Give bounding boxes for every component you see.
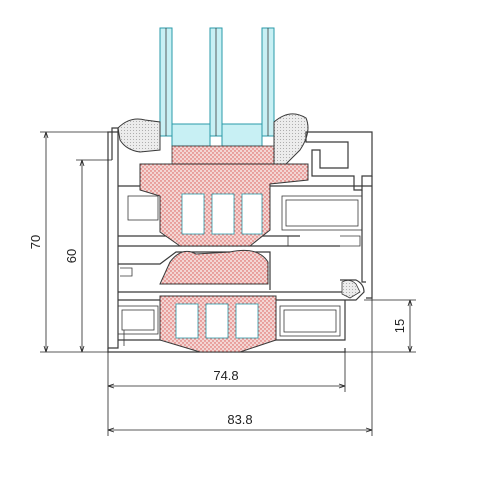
glass-spacer-left bbox=[171, 123, 211, 147]
glazing-bead bbox=[305, 131, 373, 191]
outer-frame-outline bbox=[107, 131, 119, 349]
glazing-gaskets bbox=[117, 113, 309, 167]
insulation-chamber-1 bbox=[181, 193, 205, 235]
label-overall-height: 70 bbox=[28, 235, 43, 249]
chamber-lower-left bbox=[117, 305, 159, 335]
chamber-upper-left bbox=[127, 195, 159, 221]
glass-spacer-right bbox=[221, 123, 263, 147]
glazing-unit bbox=[159, 27, 275, 165]
chamber-lower-right bbox=[279, 305, 341, 337]
thermal-breaks bbox=[139, 163, 361, 353]
latch-gasket bbox=[341, 280, 361, 299]
insulation-chamber-5 bbox=[205, 303, 229, 339]
chamber-upper-right bbox=[281, 195, 363, 231]
insulation-chamber-3 bbox=[241, 193, 263, 235]
inner-glazing-gasket bbox=[273, 113, 309, 167]
dimension-lines bbox=[40, 131, 416, 436]
label-sash-height: 60 bbox=[64, 249, 79, 263]
label-right-step: 15 bbox=[392, 319, 407, 333]
hardware-channel bbox=[340, 279, 365, 301]
center-gasket bbox=[159, 249, 269, 285]
insulation-chamber-2 bbox=[211, 193, 235, 235]
insulation-chamber-6 bbox=[235, 303, 259, 339]
insulation-chamber-4 bbox=[175, 303, 199, 339]
label-overall-width: 83.8 bbox=[227, 412, 252, 427]
outer-glazing-gasket bbox=[117, 118, 161, 153]
label-frame-width: 74.8 bbox=[213, 368, 238, 383]
dimension-labels: 70 60 15 74.8 83.8 bbox=[28, 235, 407, 427]
right-frame-wall bbox=[366, 176, 373, 299]
